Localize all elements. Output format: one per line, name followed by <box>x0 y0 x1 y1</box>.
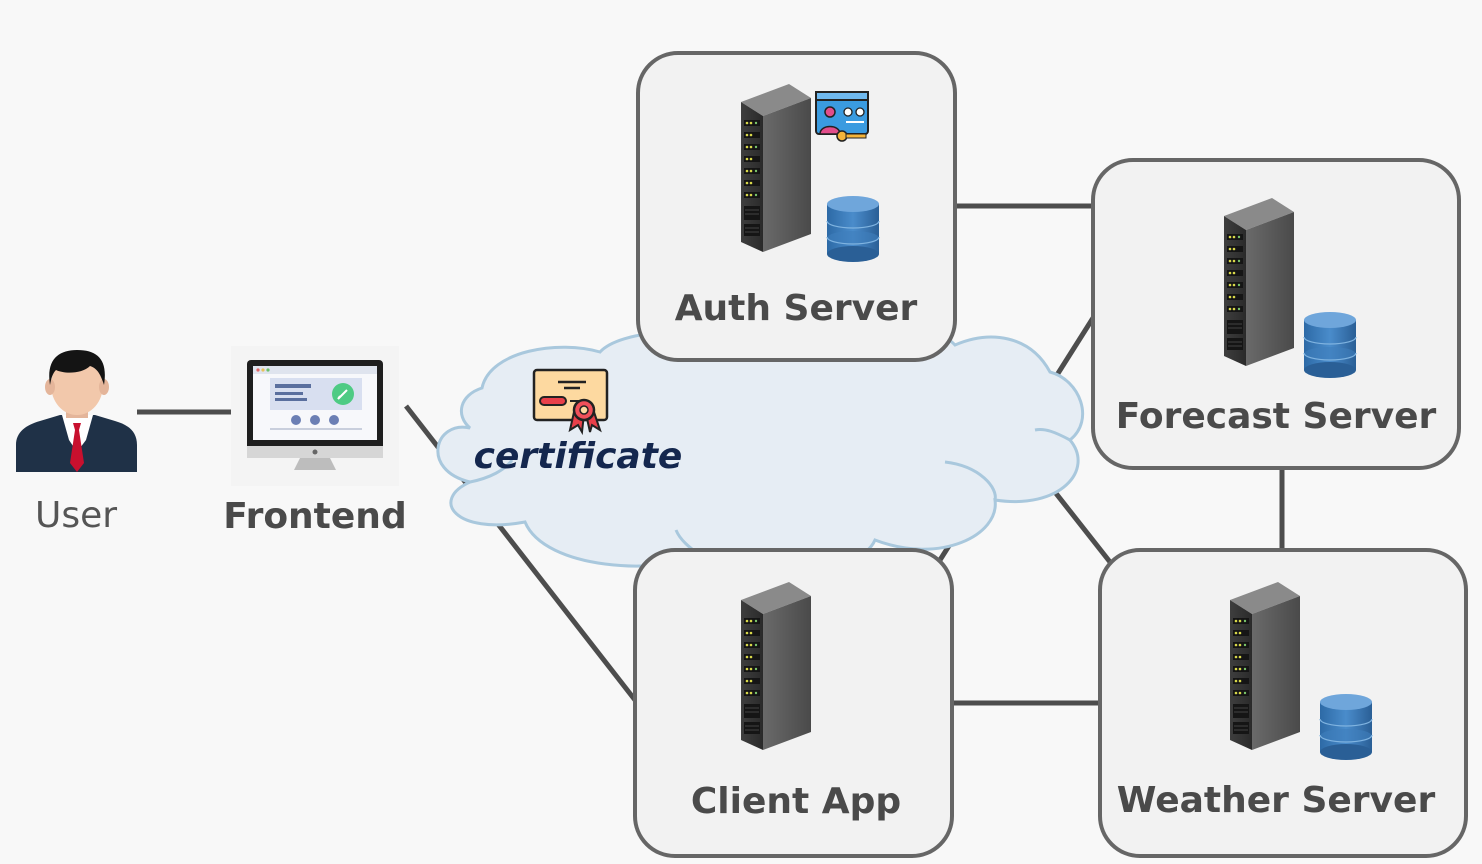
certificate-label: certificate <box>474 436 683 477</box>
auth-server-label: Auth Server <box>675 288 918 329</box>
frontend-label: Frontend <box>223 496 406 537</box>
weather-database-icon <box>1319 693 1373 761</box>
certificate-icon <box>532 368 609 436</box>
forecast-server-rack-icon <box>1223 197 1295 367</box>
auth-database-icon <box>826 195 880 263</box>
user-label: User <box>35 495 117 536</box>
auth-server-rack-icon <box>740 83 812 253</box>
weather-server-rack-icon <box>1229 581 1301 751</box>
identity-key-icon <box>815 91 869 142</box>
weather-server-label: Weather Server <box>1117 780 1436 821</box>
monitor-icon[interactable] <box>231 346 399 486</box>
user-businessman-icon <box>16 350 137 472</box>
forecast-server-label: Forecast Server <box>1116 396 1437 437</box>
client-app-rack-icon <box>740 581 812 751</box>
forecast-database-icon <box>1303 311 1357 379</box>
client-app-label: Client App <box>691 781 901 822</box>
